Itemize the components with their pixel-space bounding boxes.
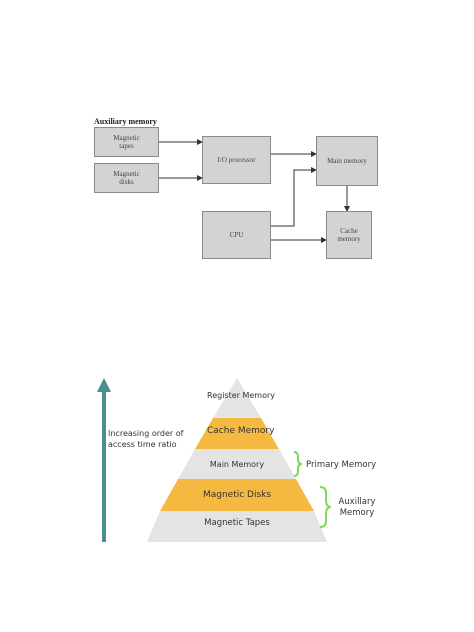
- cache-memory-box: Cache memory: [326, 211, 372, 259]
- primary-memory-label: Primary Memory: [306, 460, 377, 470]
- magnetic-disks-level-label: Magnetic Disks: [202, 490, 272, 500]
- cpu-label: CPU: [229, 231, 244, 239]
- magnetic-tapes-level-label: Magnetic Tapes: [204, 518, 270, 528]
- cpu-main-arrow: [271, 167, 317, 227]
- magnetic-tapes-box: Magnetic tapes: [94, 127, 159, 157]
- register-memory-label: Register Memory: [207, 391, 276, 400]
- main-memory-label: Main memory: [327, 157, 367, 165]
- main-memory-level-label: Main Memory: [209, 460, 265, 469]
- connector-lines: [154, 139, 350, 243]
- auxillary-memory-label: Auxillary Memory: [338, 497, 376, 518]
- memory-block-diagram: Auxiliary memory Magnetic tapes Magnetic…: [0, 0, 474, 300]
- cpu-box: CPU: [202, 211, 271, 259]
- auxiliary-memory-title: Auxiliary memory: [94, 117, 157, 126]
- pyramid-diagram: [97, 378, 332, 542]
- pyramid-level-disks: [160, 479, 314, 511]
- magnetic-disks-label: Magnetic disks: [113, 170, 140, 186]
- cache-memory-level-label: Cache Memory: [207, 426, 275, 436]
- io-processor-label: I/O processor: [217, 156, 256, 164]
- pyramid-level-main: [178, 449, 296, 479]
- main-memory-box: Main memory: [316, 136, 378, 186]
- pyramid-level-register: [213, 378, 261, 418]
- pyramid-level-tapes: [147, 511, 327, 542]
- pyramid-level-cache: [195, 418, 279, 449]
- cache-memory-label: Cache memory: [337, 227, 361, 243]
- access-time-axis-label: Increasing order of access time ratio: [108, 429, 184, 449]
- magnetic-tapes-label: Magnetic tapes: [113, 134, 140, 150]
- primary-memory-brace: [293, 451, 303, 477]
- magnetic-disks-box: Magnetic disks: [94, 163, 159, 193]
- io-processor-box: I/O processor: [202, 136, 271, 184]
- auxiliary-memory-brace: [319, 486, 332, 528]
- up-arrow-icon: [97, 378, 111, 392]
